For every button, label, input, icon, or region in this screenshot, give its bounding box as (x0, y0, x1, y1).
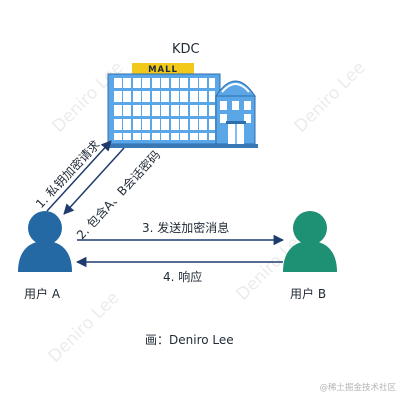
footer-credit: @稀土掘金技术社区 (319, 383, 396, 393)
mall-sign-text: MALL (148, 65, 178, 75)
user-a-label: 用户 A (24, 287, 61, 301)
user-b-label: 用户 B (290, 287, 327, 301)
mall-sign (132, 63, 194, 74)
arrow-step1 (46, 140, 112, 212)
kdc-label: KDC (172, 42, 200, 57)
step1-label: 1. 私钥加密请求 (32, 137, 102, 211)
user-a-icon (18, 211, 72, 272)
arrow-step2 (63, 147, 125, 215)
caption: 画：Deniro Lee (145, 333, 234, 347)
kdc-building-icon (104, 63, 258, 148)
user-b-icon (283, 211, 337, 272)
step3-label: 3. 发送加密消息 (142, 221, 230, 235)
step4-label: 4. 响应 (163, 270, 203, 284)
